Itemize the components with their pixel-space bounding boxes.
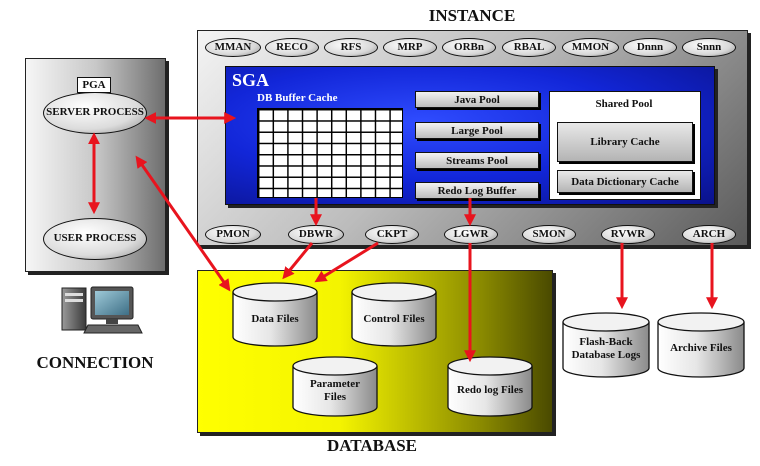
process-mman: MMAN [205,38,261,57]
redo-log-files-label: Redo log Files [457,384,523,397]
process-mmon: MMON [562,38,619,57]
pga-label: PGA [77,77,111,93]
data-files-label: Data Files [251,313,299,326]
flashback-logs-label: Flash-Back Database Logs [571,335,641,361]
server-process: SERVER PROCESS [43,92,147,134]
process-dbwr: DBWR [288,225,344,244]
process-rfs: RFS [324,38,378,57]
user-process: USER PROCESS [43,218,147,260]
control-files-label: Control Files [363,313,425,326]
instance-title: INSTANCE [428,6,516,25]
process-snnn: Snnn [682,38,736,57]
process-mrp: MRP [383,38,437,57]
java-pool: Java Pool [415,91,539,108]
process-orbn: ORBn [442,38,496,57]
large-pool: Large Pool [415,122,539,139]
process-smon: SMON [522,225,576,244]
process-reco: RECO [265,38,319,57]
db-buffer-cache-label: DB Buffer Cache [257,92,338,104]
process-ckpt: CKPT [365,225,419,244]
parameter-files-label: Parameter Files [309,377,361,403]
database-container [197,270,553,433]
process-pmon: PMON [205,225,261,244]
streams-pool: Streams Pool [415,152,539,169]
archive-files-label: Archive Files [670,342,732,355]
process-rvwr: RVWR [601,225,655,244]
sga-title: SGA [232,70,270,90]
shared-pool-title: Shared Pool [595,98,653,110]
process-arch: ARCH [682,225,736,244]
connection-title: CONNECTION [36,353,154,372]
database-title: DATABASE [326,436,418,455]
library-cache: Library Cache [557,122,693,162]
process-rbal: RBAL [502,38,556,57]
redo-log-buffer: Redo Log Buffer [415,182,539,199]
process-lgwr: LGWR [444,225,498,244]
data-dictionary-cache: Data Dictionary Cache [557,170,693,193]
db-buffer-cache-grid [257,108,403,198]
process-dnnn: Dnnn [623,38,677,57]
